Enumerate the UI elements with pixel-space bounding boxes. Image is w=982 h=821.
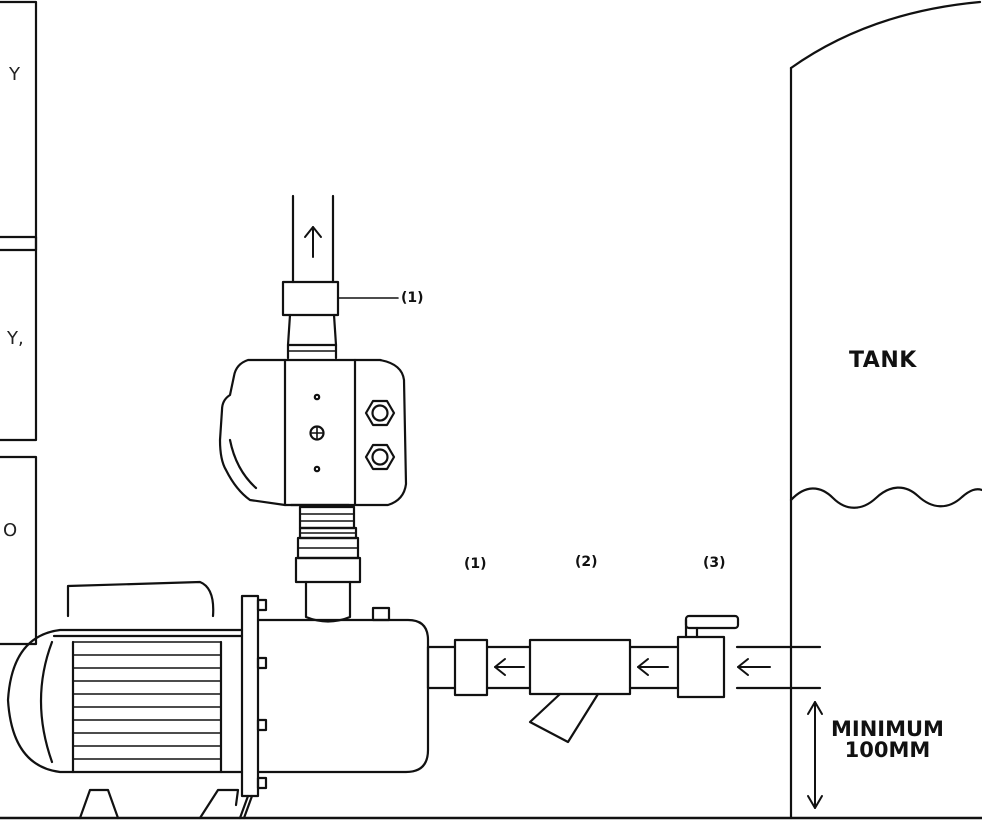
- strainer-2: [528, 638, 632, 744]
- tank-label: TANK: [849, 348, 917, 373]
- valve-label: (3): [703, 555, 726, 571]
- minimum-height-arrow: [807, 701, 823, 809]
- minimum-height-label: MINIMUM 100MM: [831, 719, 944, 761]
- left-text-panels: [0, 0, 38, 646]
- flow-arrows: [304, 226, 771, 676]
- strainer-label: (2): [575, 554, 598, 570]
- tank: [789, 0, 982, 820]
- left-panel-2-fragment: Y,: [7, 328, 24, 349]
- pump-motor: [6, 580, 244, 774]
- valve-3: [676, 614, 740, 699]
- inlet-union-label: (1): [464, 556, 487, 572]
- pump-feet: [78, 788, 240, 820]
- inlet-union-1: [453, 638, 489, 697]
- riser-pipe: [294, 505, 362, 623]
- left-panel-1-fragment: Y: [9, 64, 20, 85]
- pump-flange: [238, 594, 268, 820]
- pressure-controller: [218, 358, 408, 507]
- left-panel-3-fragment: O: [3, 520, 18, 541]
- outlet-union-label: (1): [401, 290, 424, 306]
- minimum-height-line1: MINIMUM: [831, 717, 944, 741]
- minimum-height-line2: 100MM: [844, 738, 931, 762]
- outlet-pipe: [281, 194, 340, 360]
- pump-body: [256, 606, 430, 774]
